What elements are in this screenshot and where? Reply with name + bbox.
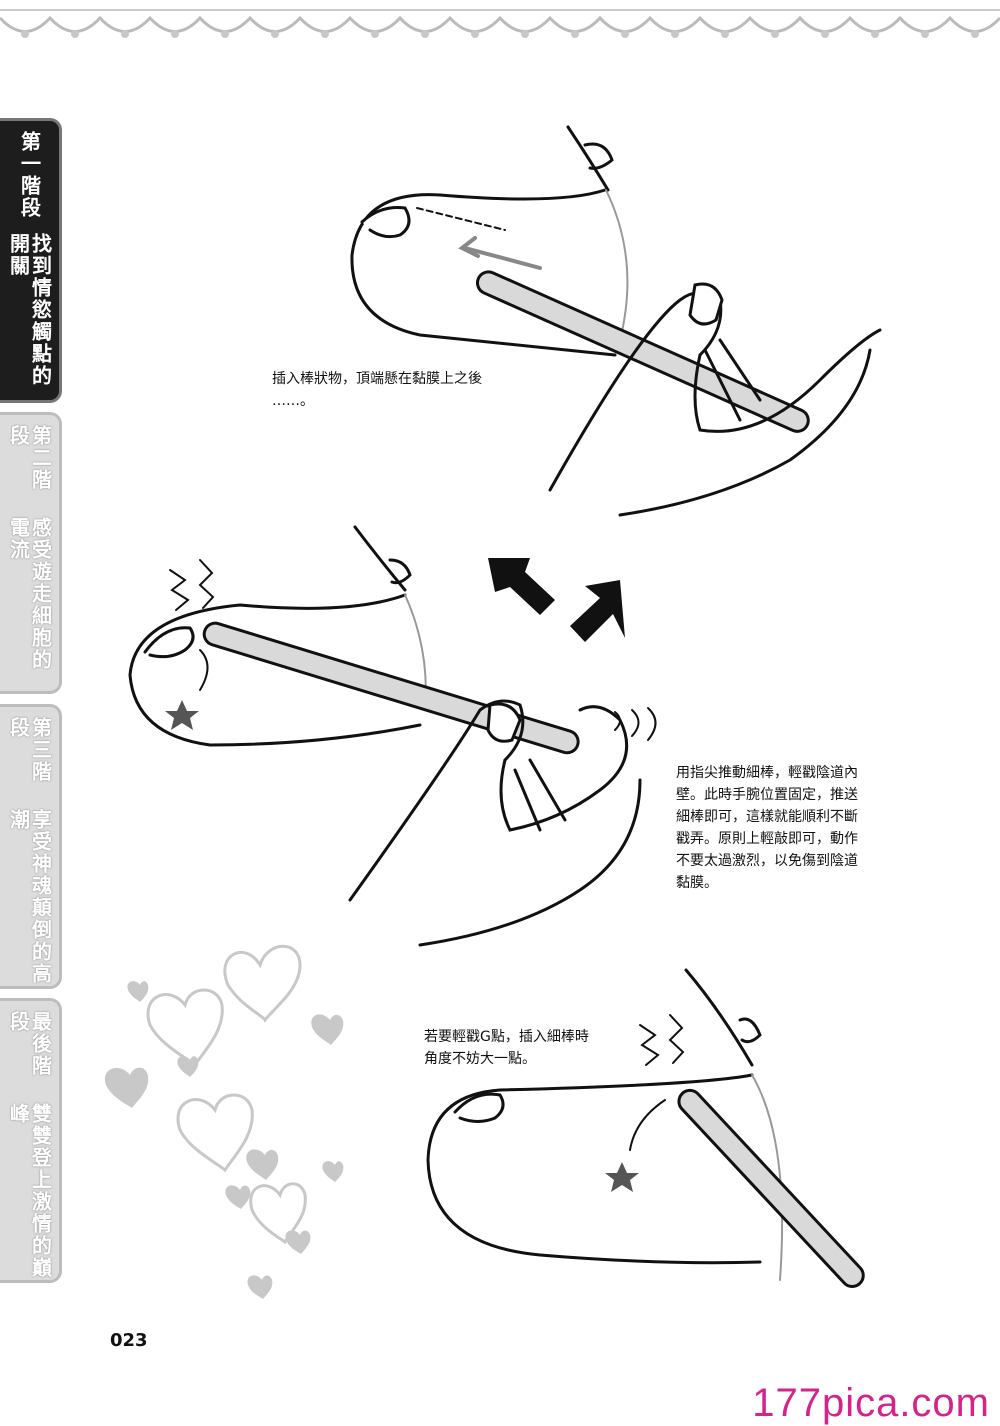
lace-border <box>0 9 1000 38</box>
tab-stage-2-label: 第二階段 <box>6 425 53 491</box>
tab-stage-2[interactable]: 第二階段 感受遊走細胞的電流 <box>0 412 62 694</box>
tab-stage-1-label: 第一階段 <box>17 131 42 219</box>
tab-stage-4-title: 雙雙登上激情的巔峰 <box>6 1103 53 1280</box>
star-icon <box>605 1162 639 1192</box>
figure-1 <box>350 125 882 517</box>
star-icon <box>165 700 199 730</box>
caption-step-2: 用指尖推動細棒，輕戳陰道內 壁。此時手腕位置固定，推送 細棒即可，這樣就能順利不… <box>676 765 858 891</box>
caption-step-3: 若要輕戳G點，插入細棒時 角度不妨大一點。 <box>424 1029 589 1067</box>
tab-stage-3-title: 享受神魂顛倒的高潮 <box>6 809 53 986</box>
tab-stage-2-title: 感受遊走細胞的電流 <box>6 516 53 671</box>
tab-stage-1[interactable]: 第一階段 找到情慾觸點的開關 <box>0 118 62 403</box>
figure-3 <box>426 968 865 1288</box>
figure-2 <box>128 525 657 947</box>
tab-stage-4[interactable]: 最後階段 雙雙登上激情的巔峰 <box>0 998 62 1283</box>
tab-stage-4-label: 最後階段 <box>6 1011 53 1077</box>
double-arrow-icon <box>488 558 625 642</box>
tab-stage-3[interactable]: 第三階段 享受神魂顛倒的高潮 <box>0 704 62 989</box>
hearts-decoration <box>146 944 307 1245</box>
vibration-icon <box>614 707 657 741</box>
tab-stage-3-label: 第三階段 <box>6 717 53 783</box>
tab-stage-1-title: 找到情慾觸點的開關 <box>6 233 53 387</box>
caption-step-1: 插入棒狀物，頂端懸在黏膜上之後 ……。 <box>272 371 482 409</box>
watermark: 177pica.com <box>752 1381 990 1425</box>
page-number: 023 <box>110 1330 148 1351</box>
